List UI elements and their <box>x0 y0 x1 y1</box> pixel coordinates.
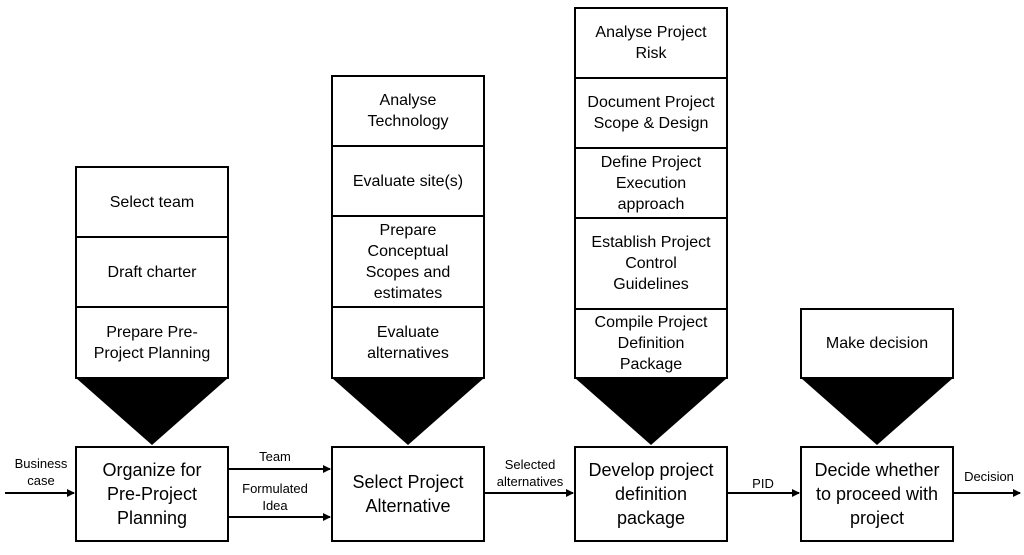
activity-make-decision: Make decision <box>800 308 954 379</box>
activity-prepare-pre-project-planning: Prepare Pre- Project Planning <box>75 306 229 379</box>
funnel-organize <box>76 378 228 445</box>
activity-evaluate-sites: Evaluate site(s) <box>331 145 485 217</box>
activity-establish-control-guidelines: Establish Project Control Guidelines <box>574 217 728 310</box>
activity-analyse-project-risk: Analyse Project Risk <box>574 7 728 79</box>
stage-decide: Decide whether to proceed with project <box>800 446 954 542</box>
label-business-case: Business case <box>14 456 68 488</box>
activity-analyse-technology: Analyse Technology <box>331 75 485 147</box>
label-decision: Decision <box>964 469 1014 484</box>
activity-define-execution-approach: Define Project Execution approach <box>574 147 728 219</box>
activity-draft-charter: Draft charter <box>75 236 229 308</box>
label-team: Team <box>259 449 291 464</box>
funnel-select <box>332 378 484 445</box>
activity-document-project-scope: Document Project Scope & Design <box>574 77 728 149</box>
activity-select-team: Select team <box>75 166 229 238</box>
funnel-decide <box>801 378 953 445</box>
label-pid: PID <box>752 476 774 491</box>
activity-evaluate-alternatives: Evaluate alternatives <box>331 306 485 379</box>
activity-compile-definition-package: Compile Project Definition Package <box>574 308 728 379</box>
label-selected-alternatives: Selected alternatives <box>496 457 564 489</box>
stage-select: Select Project Alternative <box>331 446 485 542</box>
activity-prepare-conceptual-scopes: Prepare Conceptual Scopes and estimates <box>331 215 485 308</box>
label-formulated-idea: Formulated Idea <box>242 481 308 513</box>
funnel-develop <box>575 378 727 445</box>
stage-develop: Develop project definition package <box>574 446 728 542</box>
stage-organize: Organize for Pre-Project Planning <box>75 446 229 542</box>
